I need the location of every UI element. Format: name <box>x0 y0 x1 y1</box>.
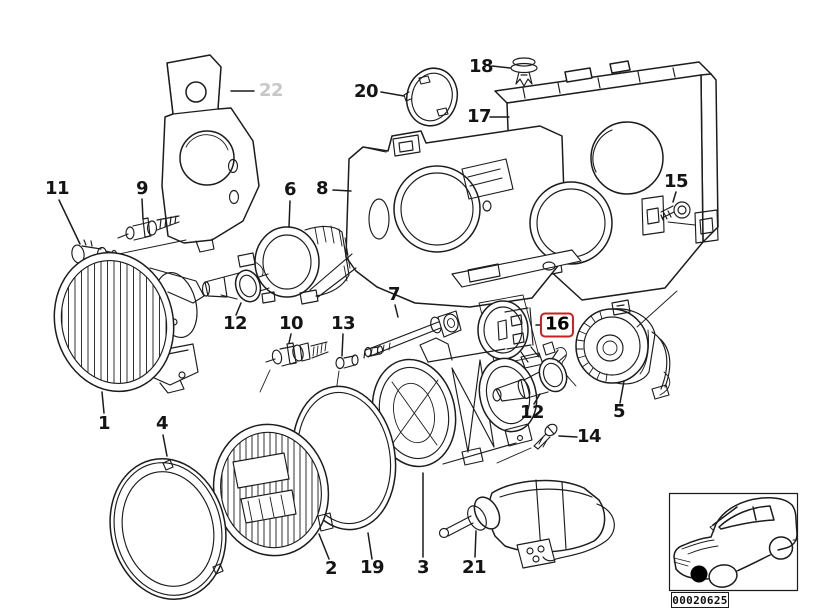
diagram-id-box: 00020625 <box>671 592 729 608</box>
part-label-20[interactable]: 20 <box>353 81 379 102</box>
part-7-adjuster-rod-drawing <box>363 310 462 359</box>
part-label-12-right[interactable]: 12 <box>519 402 545 423</box>
part-9-bulb-socket-drawing <box>79 215 187 263</box>
part-label-6[interactable]: 6 <box>283 179 297 200</box>
part-label-1[interactable]: 1 <box>97 413 111 434</box>
diagram-id-text: 00020625 <box>672 593 728 607</box>
car-icon <box>673 497 798 588</box>
part-14-screw-drawing <box>496 423 558 464</box>
headlight-location-marker <box>690 565 708 583</box>
part-1-headlight-lens-drawing <box>53 249 205 395</box>
part-8-housing-drawing <box>309 125 613 308</box>
part-label-5[interactable]: 5 <box>612 401 626 422</box>
part-3-projector-unit-drawing <box>371 337 538 468</box>
part-label-21[interactable]: 21 <box>461 557 487 578</box>
part-12-bulb-right-drawing <box>492 349 568 402</box>
part-5-cover-cap-drawing <box>575 299 671 400</box>
part-6-bulb-carrier-drawing <box>237 225 351 305</box>
part-22-bracket-drawing <box>161 54 260 253</box>
part-label-9[interactable]: 9 <box>135 178 149 199</box>
part-label-7[interactable]: 7 <box>387 284 401 305</box>
part-4-trim-ring-drawing <box>109 457 227 601</box>
part-label-3[interactable]: 3 <box>416 557 430 578</box>
part-label-11[interactable]: 11 <box>44 178 70 199</box>
part-label-2[interactable]: 2 <box>324 558 338 579</box>
part-label-17[interactable]: 17 <box>466 106 492 127</box>
part-label-19[interactable]: 19 <box>359 557 385 578</box>
part-label-16-highlighted[interactable]: 16 <box>539 312 575 338</box>
car-location-inset <box>668 492 799 592</box>
part-label-22-muted[interactable]: 22 <box>258 80 284 101</box>
part-label-14[interactable]: 14 <box>576 426 602 447</box>
part-label-12-left[interactable]: 12 <box>222 313 248 334</box>
leader-lines <box>58 65 678 560</box>
part-label-15[interactable]: 15 <box>663 171 689 192</box>
part-20-cover-cap-drawing <box>403 67 459 127</box>
part-label-8[interactable]: 8 <box>315 178 329 199</box>
part-18-clip-drawing <box>510 57 538 87</box>
part-label-4[interactable]: 4 <box>155 413 169 434</box>
part-12-bulb-left-drawing <box>201 269 270 303</box>
part-label-10[interactable]: 10 <box>278 313 304 334</box>
part-21-leveling-motor-drawing <box>438 479 615 569</box>
part-label-18[interactable]: 18 <box>468 56 494 77</box>
part-2-foglight-lens-drawing <box>212 423 334 557</box>
part-15-screw-drawing <box>660 201 696 226</box>
part-label-13[interactable]: 13 <box>330 313 356 334</box>
part-10-bulb-socket-drawing <box>259 341 329 393</box>
